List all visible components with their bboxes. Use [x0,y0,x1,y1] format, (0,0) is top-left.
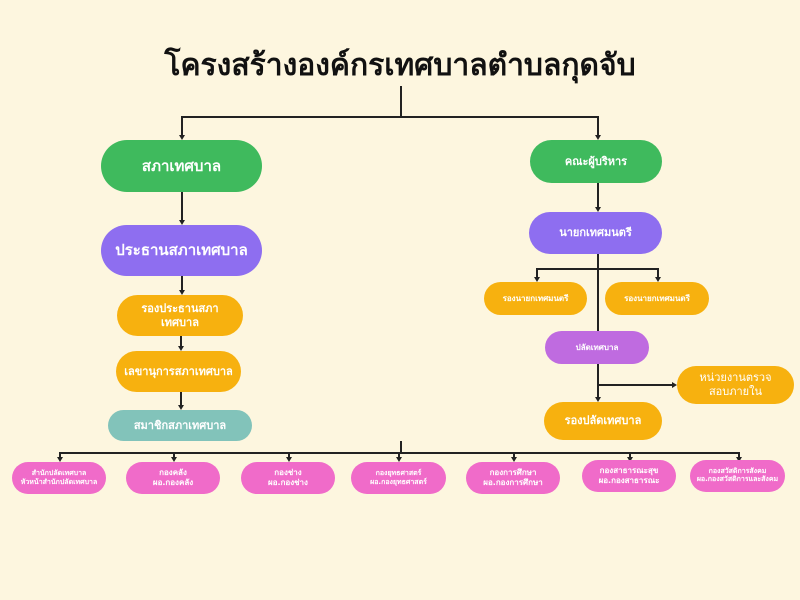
arrow-icon [179,220,185,225]
division-head: ผอ.กองการศึกษา [483,478,543,487]
node-mayor: นายกเทศมนตรี [529,212,662,254]
connector [536,268,658,270]
node-label: สภาเทศบาล [141,156,222,175]
node-division: กองสาธารณะสุขผอ.กองสาธารณะ [582,460,676,492]
connector [181,116,598,118]
division-name: กองคลัง [159,468,187,477]
division-head: ผอ.กองยุทธศาสตร์ [370,478,427,486]
division-name: กองช่าง [274,468,302,477]
node-council: สภาเทศบาล [101,140,262,192]
node-division: กองคลังผอ.กองคลัง [126,462,220,494]
node-label: รองนายกเทศมนตรี [502,293,569,303]
node-deputy-clerk: รองปลัดเทศบาล [544,402,662,440]
arrow-icon [736,457,742,462]
node-label: รองปลัดเทศบาล [564,414,642,428]
node-vice-chair: รองประธานสภาเทศบาล [117,295,243,336]
connector [597,254,599,399]
arrow-icon [511,457,517,462]
node-label: หน่วยงานตรวจสอบภายใน [699,371,772,398]
connector [180,336,182,346]
arrow-icon [178,405,184,410]
connector [181,276,183,291]
connector [597,183,599,208]
node-secretary: เลขานุการสภาเทศบาล [116,351,241,392]
connector [59,452,740,454]
node-label: ปลัดเทศบาล [575,342,619,352]
connector [400,86,402,117]
arrow-icon [595,135,601,140]
arrow-icon [655,277,661,282]
division-name: กองยุทธศาสตร์ [375,469,422,478]
node-label: เลขานุการสภาเทศบาล [124,364,233,378]
node-label: รองประธานสภาเทศบาล [141,301,219,329]
connector [536,268,538,278]
division-name: กองการศึกษา [489,468,537,477]
connector [400,441,402,453]
node-division: กองสวัสดิการสังคมผอ.กองสวัสดิการและสังคม [690,460,785,492]
node-division: กองยุทธศาสตร์ผอ.กองยุทธศาสตร์ [351,462,446,494]
connector [597,384,672,386]
node-label: รองนายกเทศมนตรี [624,293,690,303]
node-deputy-mayor: รองนายกเทศมนตรี [605,282,709,315]
node-executive: คณะผู้บริหาร [530,140,662,183]
connector [657,268,659,278]
arrow-icon [286,457,292,462]
node-division: สำนักปลัดเทศบาลหัวหน้าสำนักปลัดเทศบาล [12,462,106,494]
arrow-icon [57,457,63,462]
division-head: หัวหน้าสำนักปลัดเทศบาล [20,478,98,486]
division-head: ผอ.กองสวัสดิการและสังคม [696,475,779,483]
division-head: ผอ.กองช่าง [268,478,308,487]
node-deputy-mayor: รองนายกเทศมนตรี [484,282,587,315]
node-clerk: ปลัดเทศบาล [545,331,649,364]
connector [181,192,183,220]
division-head: ผอ.กองคลัง [152,478,194,487]
arrow-icon [534,277,540,282]
division-name: สำนักปลัดเทศบาล [31,469,87,478]
chart-title: โครงสร้างองค์กรเทศบาลตำบลกุดจับ [164,48,636,83]
node-label: นายกเทศมนตรี [559,226,632,240]
connector [180,392,182,405]
arrow-icon [595,397,601,402]
arrow-icon [178,346,184,351]
node-council-chair: ประธานสภาเทศบาล [101,225,262,276]
arrow-icon [595,207,601,212]
arrow-icon [672,382,677,388]
arrow-icon [179,290,185,295]
node-label: คณะผู้บริหาร [564,154,628,168]
arrow-icon [179,135,185,140]
connector [181,116,183,136]
arrow-icon [171,457,177,462]
node-internal-audit: หน่วยงานตรวจสอบภายใน [677,366,794,404]
node-division: กองช่างผอ.กองช่าง [241,462,335,494]
division-name: กองสวัสดิการสังคม [708,467,767,476]
node-label: ประธานสภาเทศบาล [115,241,248,260]
node-label: สมาชิกสภาเทศบาล [133,418,227,432]
node-council-members: สมาชิกสภาเทศบาล [108,410,252,441]
node-division: กองการศึกษาผอ.กองการศึกษา [466,462,560,494]
division-name: กองสาธารณะสุข [599,466,659,475]
division-head: ผอ.กองสาธารณะ [598,476,660,485]
arrow-icon [396,457,402,462]
arrow-icon [627,457,633,462]
connector [597,116,599,136]
